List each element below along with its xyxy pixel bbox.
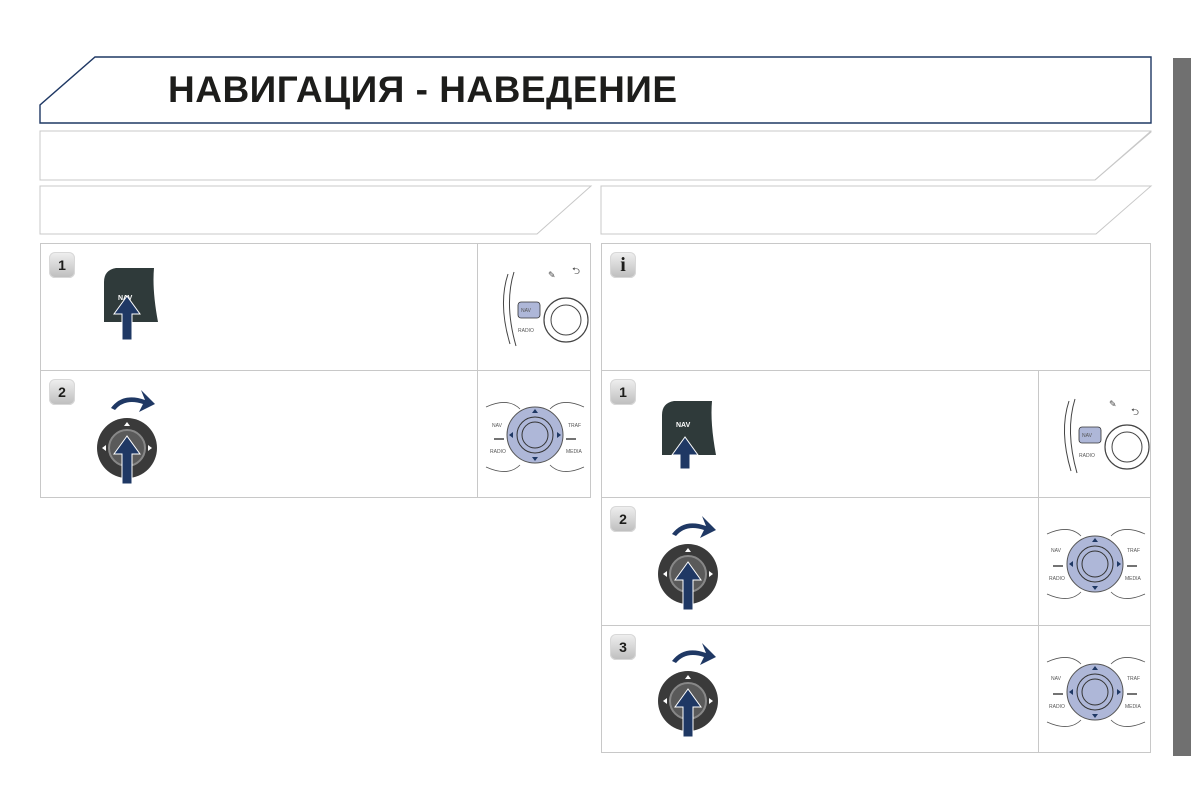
svg-text:RADIO: RADIO — [518, 328, 534, 334]
svg-text:RADIO: RADIO — [1079, 453, 1095, 459]
right-column-header — [600, 185, 1153, 235]
left-step-1-panel-image: NAV RADIO ⮌ ✎ — [477, 243, 591, 371]
left-step-2: 2 — [40, 370, 478, 498]
control-panel-knob-icon: NAV RADIO TRAF MEDIA — [1046, 529, 1146, 599]
nav-button-press-icon: NAV — [662, 401, 716, 470]
svg-text:⮌: ⮌ — [1131, 407, 1139, 418]
right-step-3-panel-image: NAV RADIO TRAF MEDIA — [1038, 625, 1151, 753]
svg-text:RADIO: RADIO — [1049, 704, 1065, 710]
svg-text:NAV: NAV — [1082, 433, 1093, 439]
right-step-2-panel-image: NAV RADIO TRAF MEDIA — [1038, 497, 1151, 626]
left-step-1: 1 NAV — [40, 243, 478, 371]
rotary-knob-press-icon — [658, 516, 718, 611]
svg-text:✎: ✎ — [1109, 400, 1117, 410]
svg-text:MEDIA: MEDIA — [1125, 704, 1142, 710]
header-frames — [39, 56, 1153, 235]
control-panel-nav-icon: NAV RADIO ⮌ ✎ — [1063, 398, 1150, 474]
left-step-2-panel-image: NAV RADIO TRAF MEDIA — [477, 370, 591, 498]
right-step-1: 1 NAV — [601, 370, 1039, 498]
control-panel-knob-icon: NAV RADIO TRAF MEDIA — [1046, 657, 1146, 727]
right-step-1-panel-image: NAV RADIO ⮌ ✎ — [1038, 370, 1151, 498]
info-icon: i — [610, 252, 636, 278]
control-panel-nav-icon: NAV RADIO ⮌ ✎ — [502, 266, 589, 347]
svg-text:NAV: NAV — [521, 308, 532, 314]
svg-text:TRAF: TRAF — [1127, 548, 1140, 554]
side-tab-bar — [1173, 58, 1191, 756]
svg-text:MEDIA: MEDIA — [566, 449, 583, 455]
nav-button-label: NAV — [676, 422, 691, 429]
page-title: НАВИГАЦИЯ - НАВЕДЕНИЕ — [168, 69, 678, 110]
step-number-badge: 3 — [610, 634, 636, 660]
title-banner — [39, 56, 1152, 124]
left-column-header — [39, 185, 593, 235]
svg-text:⮌: ⮌ — [572, 266, 580, 277]
step-number-badge: 1 — [49, 252, 75, 278]
control-panel-knob-icon: NAV RADIO TRAF MEDIA — [485, 402, 585, 472]
svg-text:✎: ✎ — [548, 271, 556, 281]
step-number-badge: 2 — [610, 506, 636, 532]
svg-text:NAV: NAV — [1051, 548, 1062, 554]
rotary-knob-press-icon — [97, 390, 157, 485]
right-info-note: i — [601, 243, 1151, 371]
right-step-2: 2 — [601, 497, 1039, 626]
svg-text:MEDIA: MEDIA — [1125, 576, 1142, 582]
svg-text:TRAF: TRAF — [1127, 676, 1140, 682]
step-number-badge: 2 — [49, 379, 75, 405]
svg-text:RADIO: RADIO — [490, 449, 506, 455]
svg-text:RADIO: RADIO — [1049, 576, 1065, 582]
svg-text:NAV: NAV — [492, 423, 503, 429]
step-number-badge: 1 — [610, 379, 636, 405]
nav-button-press-icon: NAV — [104, 268, 158, 341]
rotary-knob-press-icon — [658, 643, 718, 738]
svg-text:TRAF: TRAF — [568, 423, 581, 429]
svg-text:NAV: NAV — [1051, 676, 1062, 682]
section-header-bar — [39, 130, 1152, 181]
right-step-3: 3 — [601, 625, 1039, 753]
